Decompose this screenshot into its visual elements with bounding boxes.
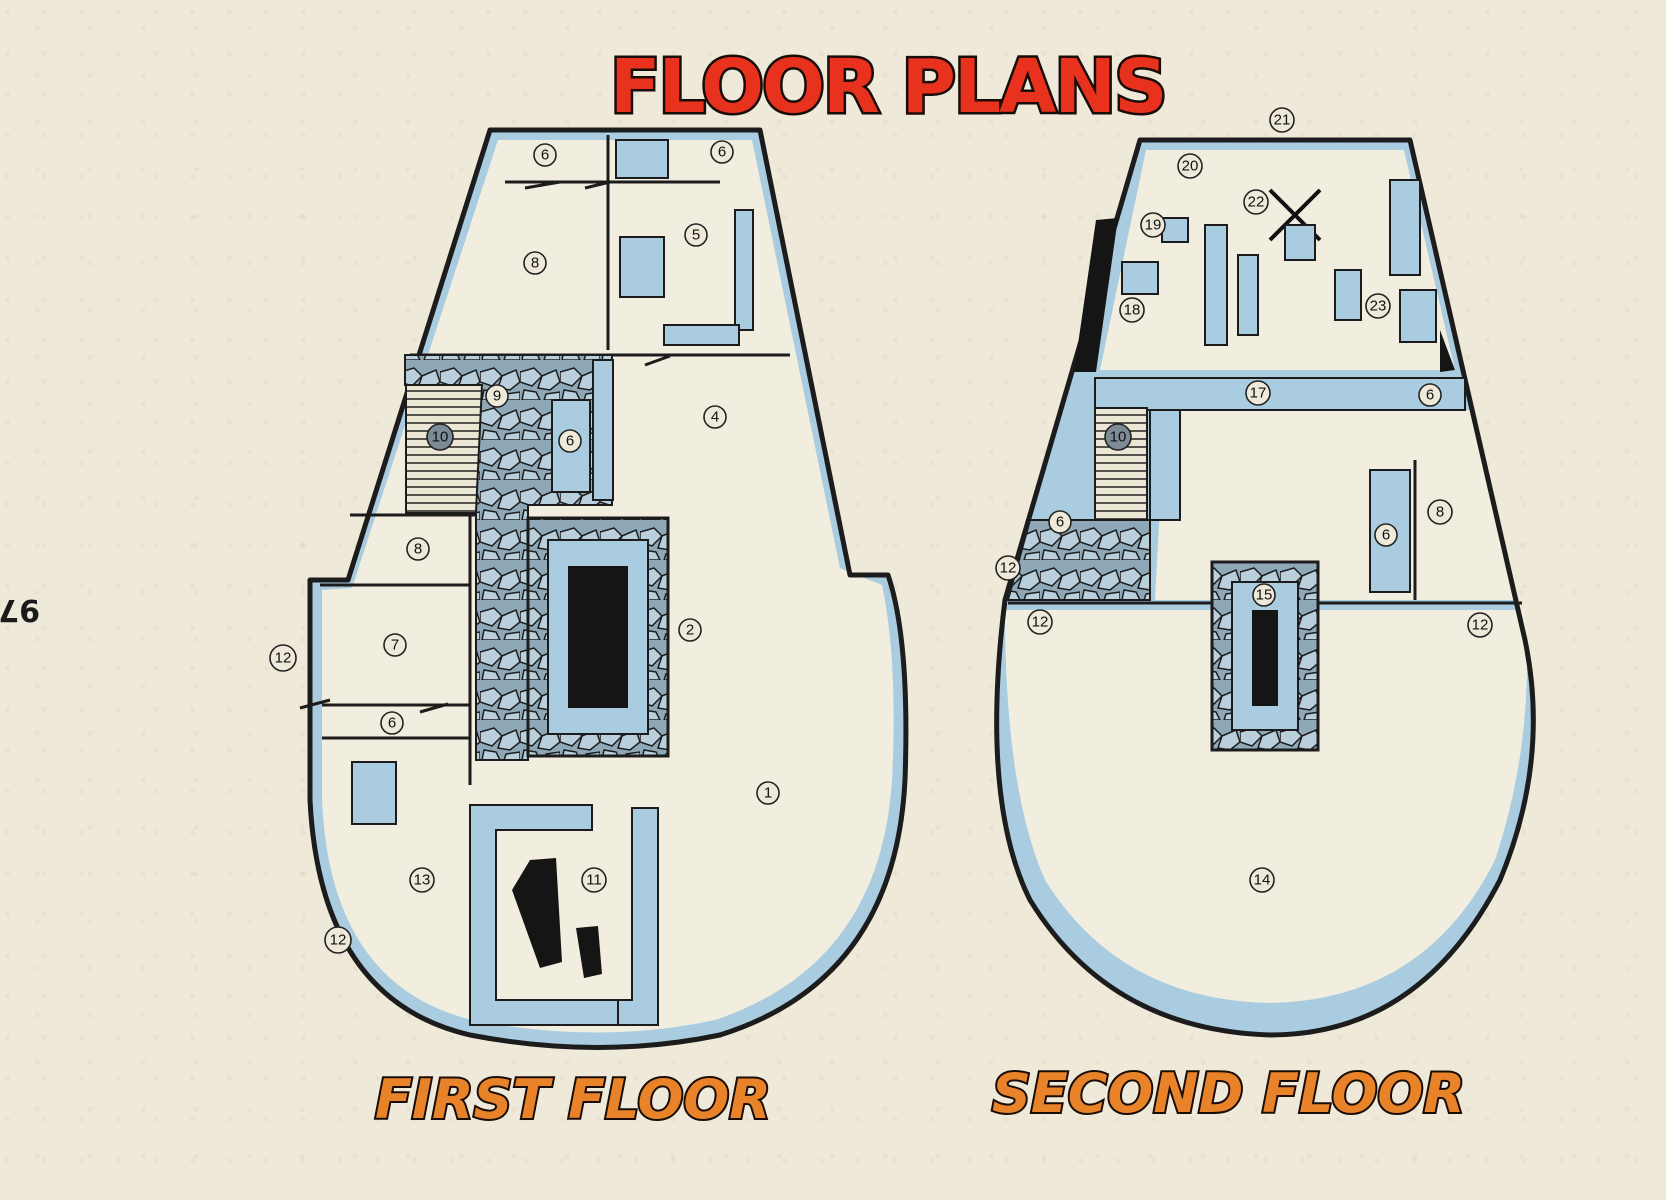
room-label: 17 bbox=[1245, 380, 1271, 406]
svg-text:6: 6 bbox=[566, 433, 574, 450]
room-label: 6 bbox=[380, 711, 404, 735]
room-label: 12 bbox=[1027, 609, 1053, 635]
svg-text:11: 11 bbox=[586, 872, 602, 889]
room-label: 6 bbox=[558, 429, 582, 453]
room-label: 6 bbox=[533, 143, 557, 167]
room-label: 9 bbox=[485, 384, 509, 408]
room-label: 12 bbox=[995, 555, 1021, 581]
svg-text:12: 12 bbox=[1032, 614, 1049, 631]
second-floor-label: SECOND FLOOR bbox=[992, 1062, 1465, 1125]
svg-text:21: 21 bbox=[1274, 112, 1291, 129]
page-title: FLOOR PLANS bbox=[610, 44, 1166, 130]
svg-text:14: 14 bbox=[1254, 872, 1271, 889]
svg-text:2: 2 bbox=[686, 622, 694, 639]
svg-text:9: 9 bbox=[493, 388, 501, 405]
room-label: 21 bbox=[1269, 107, 1295, 133]
room-label: 11 bbox=[581, 867, 607, 893]
room-label: 4 bbox=[703, 405, 727, 429]
room-label: 15 bbox=[1252, 583, 1276, 607]
svg-text:4: 4 bbox=[711, 409, 719, 426]
svg-text:6: 6 bbox=[541, 147, 549, 164]
room-label: 10 bbox=[1104, 423, 1132, 451]
first-floor-plan: 6 6 8 5 4 9 10 6 8 2 7 12 6 1 11 13 12 F… bbox=[269, 127, 909, 1133]
room-label: 23 bbox=[1365, 293, 1391, 319]
room-label: 10 bbox=[426, 423, 454, 451]
room-label: 2 bbox=[678, 618, 702, 642]
svg-text:12: 12 bbox=[1000, 560, 1017, 577]
second-floor-plan: 21 20 22 19 18 23 17 6 10 8 6 6 12 15 12… bbox=[990, 107, 1536, 1127]
first-floor-label: FIRST FLOOR bbox=[375, 1068, 771, 1131]
room-label: 8 bbox=[523, 251, 547, 275]
svg-text:1: 1 bbox=[764, 785, 772, 802]
room-label: 1 bbox=[756, 781, 780, 805]
room-label: 6 bbox=[710, 140, 734, 164]
svg-text:6: 6 bbox=[1056, 514, 1064, 531]
svg-text:10: 10 bbox=[432, 429, 449, 446]
room-label: 6 bbox=[1374, 523, 1398, 547]
room-label: 18 bbox=[1119, 297, 1145, 323]
svg-text:18: 18 bbox=[1124, 302, 1141, 319]
svg-text:22: 22 bbox=[1248, 194, 1265, 211]
svg-text:12: 12 bbox=[275, 650, 292, 667]
svg-text:5: 5 bbox=[692, 227, 700, 244]
svg-text:23: 23 bbox=[1370, 298, 1387, 315]
room-label: 22 bbox=[1243, 189, 1269, 215]
svg-text:7: 7 bbox=[391, 637, 399, 654]
svg-text:19: 19 bbox=[1145, 217, 1162, 234]
svg-text:15: 15 bbox=[1256, 587, 1273, 604]
room-label: 12 bbox=[269, 644, 297, 672]
room-label: 5 bbox=[684, 223, 708, 247]
room-label: 8 bbox=[1427, 499, 1453, 525]
svg-text:10: 10 bbox=[1110, 429, 1127, 446]
svg-text:17: 17 bbox=[1250, 385, 1267, 402]
svg-text:6: 6 bbox=[718, 144, 726, 161]
svg-text:6: 6 bbox=[1426, 387, 1434, 404]
room-label: 12 bbox=[324, 926, 352, 954]
svg-text:6: 6 bbox=[1382, 527, 1390, 544]
svg-text:8: 8 bbox=[531, 255, 539, 272]
page-number: 97 bbox=[0, 592, 40, 627]
room-label: 7 bbox=[383, 633, 407, 657]
room-label: 20 bbox=[1177, 153, 1203, 179]
svg-text:6: 6 bbox=[388, 715, 396, 732]
svg-text:13: 13 bbox=[414, 872, 431, 889]
room-label: 19 bbox=[1140, 212, 1166, 238]
room-label: 12 bbox=[1467, 612, 1493, 638]
svg-text:12: 12 bbox=[330, 932, 347, 949]
svg-text:8: 8 bbox=[1436, 504, 1444, 521]
svg-text:20: 20 bbox=[1182, 158, 1199, 175]
room-label: 6 bbox=[1048, 510, 1072, 534]
room-label: 14 bbox=[1249, 867, 1275, 893]
room-label: 6 bbox=[1418, 383, 1442, 407]
room-label: 8 bbox=[406, 537, 430, 561]
svg-text:12: 12 bbox=[1472, 617, 1489, 634]
svg-text:8: 8 bbox=[414, 541, 422, 558]
room-label: 13 bbox=[409, 867, 435, 893]
